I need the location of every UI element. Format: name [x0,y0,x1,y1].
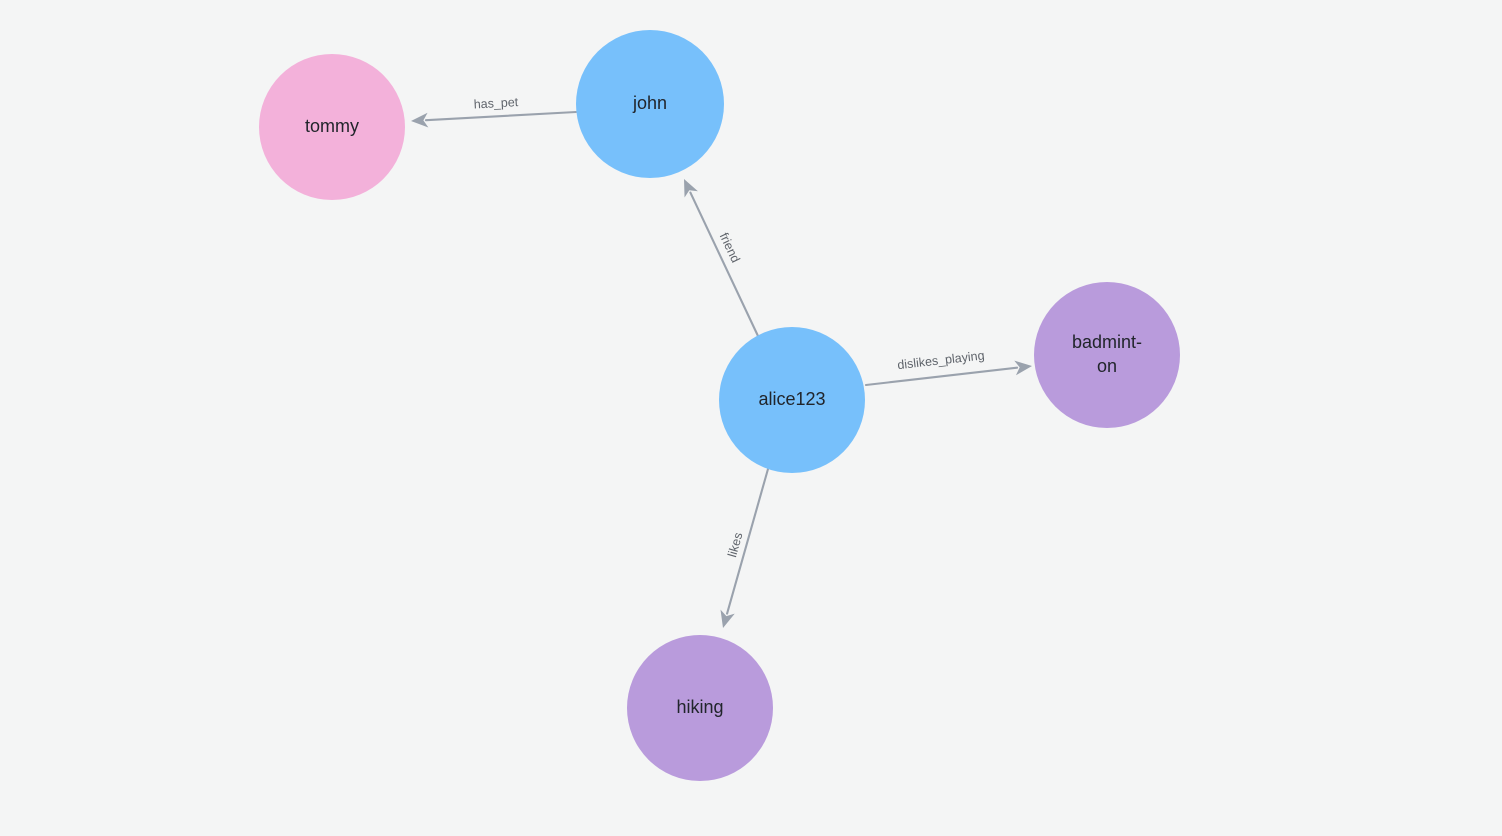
edge-has-pet[interactable]: has_pet [411,95,578,128]
node-circle-john[interactable] [576,30,724,178]
edge-line [864,366,1019,387]
edge-arrowhead [1014,360,1032,376]
node-circle-hiking[interactable] [627,635,773,781]
node-circle-alice123[interactable] [719,327,865,473]
node-circle-tommy[interactable] [259,54,405,200]
edge-line [689,191,760,338]
edge-label: likes [725,531,745,559]
edge-line [424,110,578,122]
edge-friend[interactable]: friend [684,179,760,338]
edge-likes[interactable]: likes [720,467,770,628]
nodes-layer: tommy john alice123 badmint-on hiking [259,30,1180,781]
node-john[interactable]: john [576,30,724,178]
edge-line [726,467,770,615]
node-hiking[interactable]: hiking [627,635,773,781]
edge-label: has_pet [473,95,519,111]
edge-arrowhead [411,112,429,128]
node-tommy[interactable]: tommy [259,54,405,200]
node-circle-badminton[interactable] [1034,282,1180,428]
node-badminton[interactable]: badmint-on [1034,282,1180,428]
edge-arrowhead [720,609,735,628]
edge-dislikes-playing[interactable]: dislikes_playing [864,348,1032,387]
edge-label: friend [717,231,743,265]
edge-label: dislikes_playing [897,348,986,372]
edge-arrowhead [684,179,698,198]
node-alice123[interactable]: alice123 [719,327,865,473]
